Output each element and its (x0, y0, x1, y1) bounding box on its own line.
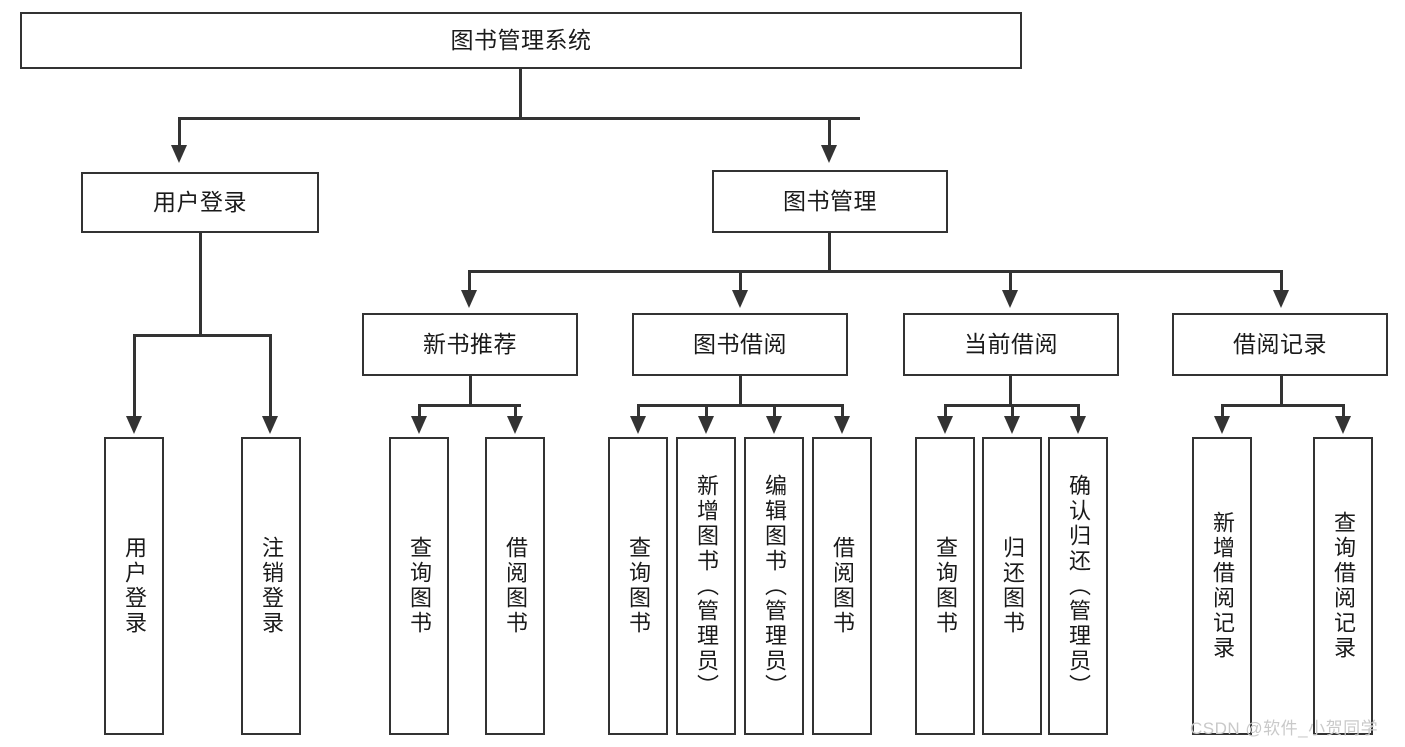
arrow-user-login-to-leaf-1 (126, 416, 142, 434)
edge-book-manage-stem (828, 233, 831, 272)
leaf-current-borrow-confirm-return[interactable]: 确认归还（管理员） (1048, 437, 1108, 735)
arrow-book-borrow-to-leaf-1 (630, 416, 646, 434)
node-current-borrow[interactable]: 当前借阅 (903, 313, 1119, 376)
edge-current-borrow-stem (1009, 376, 1012, 406)
node-new-book-recommend[interactable]: 新书推荐 (362, 313, 578, 376)
edge-book-manage-to-new-book (468, 270, 471, 292)
edge-new-book-to-leaf-2 (514, 404, 517, 418)
leaf-user-login-login[interactable]: 用户登录 (104, 437, 164, 735)
node-book-borrow[interactable]: 图书借阅 (632, 313, 848, 376)
arrow-book-borrow-to-leaf-4 (834, 416, 850, 434)
node-label: 用户登录 (153, 188, 247, 215)
watermark-text: CSDN @软件_小贺同学 (1190, 719, 1379, 738)
edge-user-login-bus (133, 334, 271, 337)
edge-book-manage-bus (468, 270, 1280, 273)
leaf-user-login-logout[interactable]: 注销登录 (241, 437, 301, 735)
node-label: 图书管理 (783, 187, 877, 214)
arrow-root-to-book-manage (821, 145, 837, 163)
leaf-borrow-record-add-record[interactable]: 新增借阅记录 (1192, 437, 1252, 735)
edge-book-borrow-stem (739, 376, 742, 406)
leaf-book-borrow-add-book[interactable]: 新增图书（管理员） (676, 437, 736, 735)
node-label: 注销登录 (258, 536, 284, 636)
leaf-current-borrow-return-book[interactable]: 归还图书 (982, 437, 1042, 735)
node-label: 查询图书 (932, 536, 958, 636)
arrow-root-to-user-login (171, 145, 187, 163)
edge-book-manage-to-book-borrow (739, 270, 742, 292)
leaf-current-borrow-query-book[interactable]: 查询图书 (915, 437, 975, 735)
edge-book-borrow-bus (637, 404, 842, 407)
arrow-new-book-to-leaf-1 (411, 416, 427, 434)
arrow-book-manage-to-new-book (461, 290, 477, 308)
arrow-new-book-to-leaf-2 (507, 416, 523, 434)
leaf-new-book-query-book[interactable]: 查询图书 (389, 437, 449, 735)
leaf-book-borrow-query-book[interactable]: 查询图书 (608, 437, 668, 735)
node-label: 编辑图书（管理员） (761, 473, 787, 699)
node-label: 归还图书 (999, 536, 1025, 636)
edge-root-stem (519, 69, 522, 118)
node-label: 借阅图书 (829, 536, 855, 636)
node-label: 新增借阅记录 (1209, 511, 1235, 661)
node-label: 借阅记录 (1233, 330, 1327, 357)
edge-borrow-record-bus (1221, 404, 1343, 407)
edge-current-borrow-to-leaf-2 (1011, 404, 1014, 418)
edge-book-borrow-to-leaf-1 (637, 404, 640, 418)
edge-new-book-bus (418, 404, 521, 407)
leaf-book-borrow-edit-book[interactable]: 编辑图书（管理员） (744, 437, 804, 735)
node-label: 确认归还（管理员） (1065, 473, 1091, 699)
arrow-book-borrow-to-leaf-2 (698, 416, 714, 434)
arrow-current-borrow-to-leaf-1 (937, 416, 953, 434)
edge-root-to-book-manage (828, 117, 831, 147)
node-label: 新增图书（管理员） (693, 473, 719, 699)
node-label: 借阅图书 (502, 536, 528, 636)
node-user-login[interactable]: 用户登录 (81, 172, 319, 233)
arrow-book-manage-to-borrow-record (1273, 290, 1289, 308)
edge-user-login-to-leaf-2 (269, 334, 272, 418)
arrow-user-login-to-leaf-2 (262, 416, 278, 434)
node-label: 新书推荐 (423, 330, 517, 357)
edge-user-login-stem (199, 233, 202, 336)
node-label: 查询图书 (625, 536, 651, 636)
edge-current-borrow-to-leaf-3 (1077, 404, 1080, 418)
node-borrow-record[interactable]: 借阅记录 (1172, 313, 1388, 376)
node-label: 当前借阅 (964, 330, 1058, 357)
node-label: 查询图书 (406, 536, 432, 636)
edge-book-borrow-to-leaf-4 (841, 404, 844, 418)
edge-book-borrow-to-leaf-2 (705, 404, 708, 418)
leaf-book-borrow-borrow-book[interactable]: 借阅图书 (812, 437, 872, 735)
node-label: 用户登录 (121, 536, 147, 636)
arrow-book-manage-to-current-borrow (1002, 290, 1018, 308)
edge-user-login-to-leaf-1 (133, 334, 136, 418)
arrow-current-borrow-to-leaf-2 (1004, 416, 1020, 434)
node-label: 查询借阅记录 (1330, 511, 1356, 661)
edge-book-borrow-to-leaf-3 (773, 404, 776, 418)
arrow-book-manage-to-book-borrow (732, 290, 748, 308)
node-label: 图书管理系统 (450, 26, 592, 53)
leaf-borrow-record-query-record[interactable]: 查询借阅记录 (1313, 437, 1373, 735)
edge-root-bus (178, 117, 860, 120)
edge-current-borrow-to-leaf-1 (944, 404, 947, 418)
edge-book-manage-to-current-borrow (1009, 270, 1012, 292)
edge-new-book-to-leaf-1 (418, 404, 421, 418)
edge-borrow-record-stem (1280, 376, 1283, 406)
arrow-book-borrow-to-leaf-3 (766, 416, 782, 434)
arrow-borrow-record-to-leaf-2 (1335, 416, 1351, 434)
node-label: 图书借阅 (693, 330, 787, 357)
edge-book-manage-to-borrow-record (1280, 270, 1283, 292)
arrow-borrow-record-to-leaf-1 (1214, 416, 1230, 434)
node-root-system[interactable]: 图书管理系统 (20, 12, 1022, 69)
leaf-new-book-borrow-book[interactable]: 借阅图书 (485, 437, 545, 735)
node-book-management[interactable]: 图书管理 (712, 170, 948, 233)
edge-borrow-record-to-leaf-1 (1221, 404, 1224, 418)
edge-borrow-record-to-leaf-2 (1342, 404, 1345, 418)
arrow-current-borrow-to-leaf-3 (1070, 416, 1086, 434)
edge-root-to-user-login (178, 117, 181, 147)
edge-new-book-stem (469, 376, 472, 406)
